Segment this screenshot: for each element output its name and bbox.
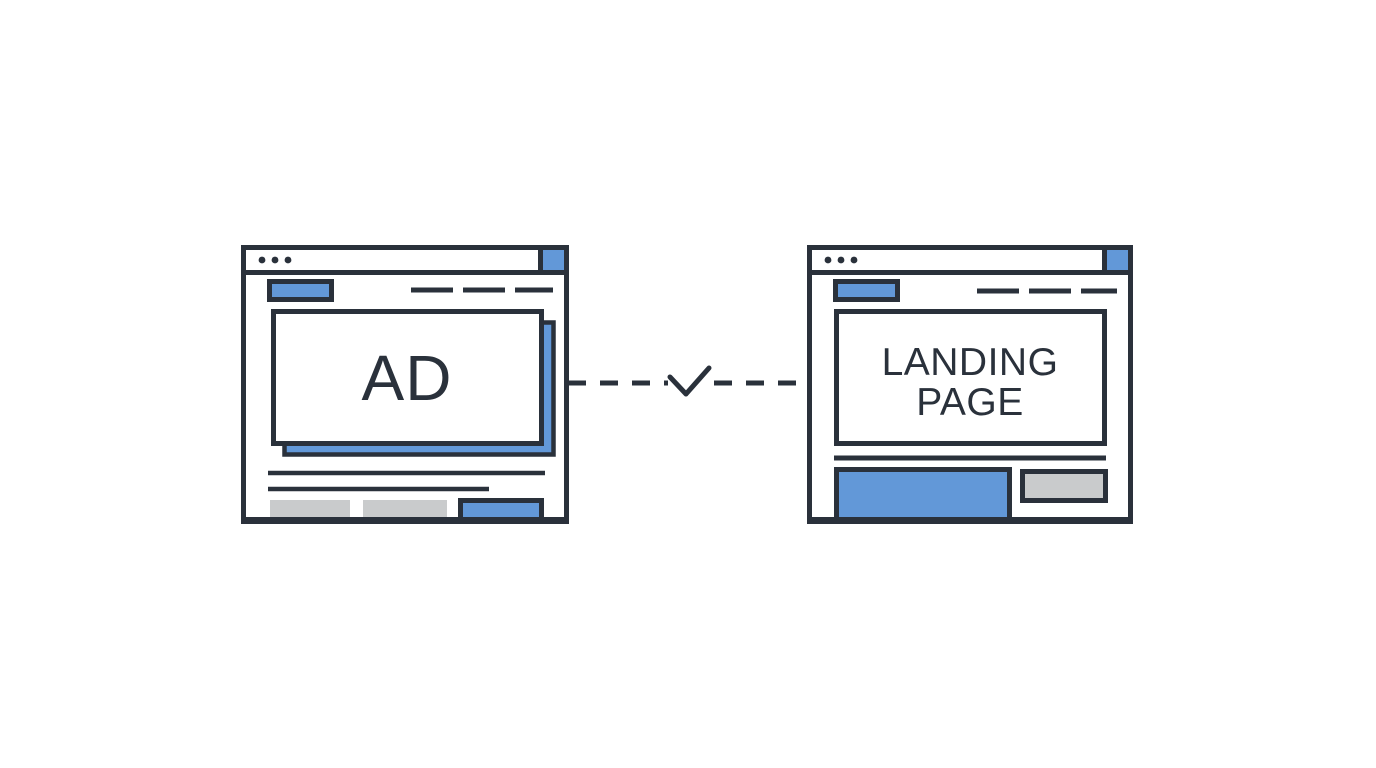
landing-secondary-cta-button[interactable] <box>1020 469 1108 503</box>
ad-footer-cta-button[interactable] <box>460 500 542 522</box>
ad-window-controls[interactable] <box>258 256 292 264</box>
landing-hero-card[interactable] <box>834 309 1107 446</box>
landing-primary-cta-outline <box>834 467 1012 522</box>
window-dot-1-icon <box>258 256 266 264</box>
ad-browser-window[interactable]: AD <box>241 245 569 524</box>
landing-titlebar-corner-button[interactable] <box>1104 247 1131 273</box>
ad-hero-card[interactable] <box>271 309 544 446</box>
ad-footer-gray-block-1 <box>270 500 350 522</box>
landing-hero-label-line-1: LANDING <box>882 341 1059 384</box>
window-dot-3-icon <box>850 256 858 264</box>
window-dot-1-icon <box>824 256 832 264</box>
landing-hero-label-line-2: PAGE <box>916 381 1023 424</box>
ad-hero-label: AD <box>362 342 453 414</box>
window-dot-3-icon <box>284 256 292 264</box>
check-icon <box>667 365 712 397</box>
ad-footer-gray-block-2 <box>363 500 447 522</box>
window-dot-2-icon <box>837 256 845 264</box>
landing-primary-cta-button[interactable] <box>836 469 1010 521</box>
landing-window-controls[interactable] <box>824 256 858 264</box>
window-dot-2-icon <box>271 256 279 264</box>
ad-logo-block[interactable] <box>267 279 334 302</box>
landing-logo-block[interactable] <box>833 279 900 302</box>
ad-titlebar-corner-button[interactable] <box>540 247 567 273</box>
match-connector <box>568 365 812 397</box>
ad-footer-cta-outline <box>458 498 544 522</box>
landing-page-browser-window[interactable]: LANDING PAGE <box>807 245 1133 524</box>
